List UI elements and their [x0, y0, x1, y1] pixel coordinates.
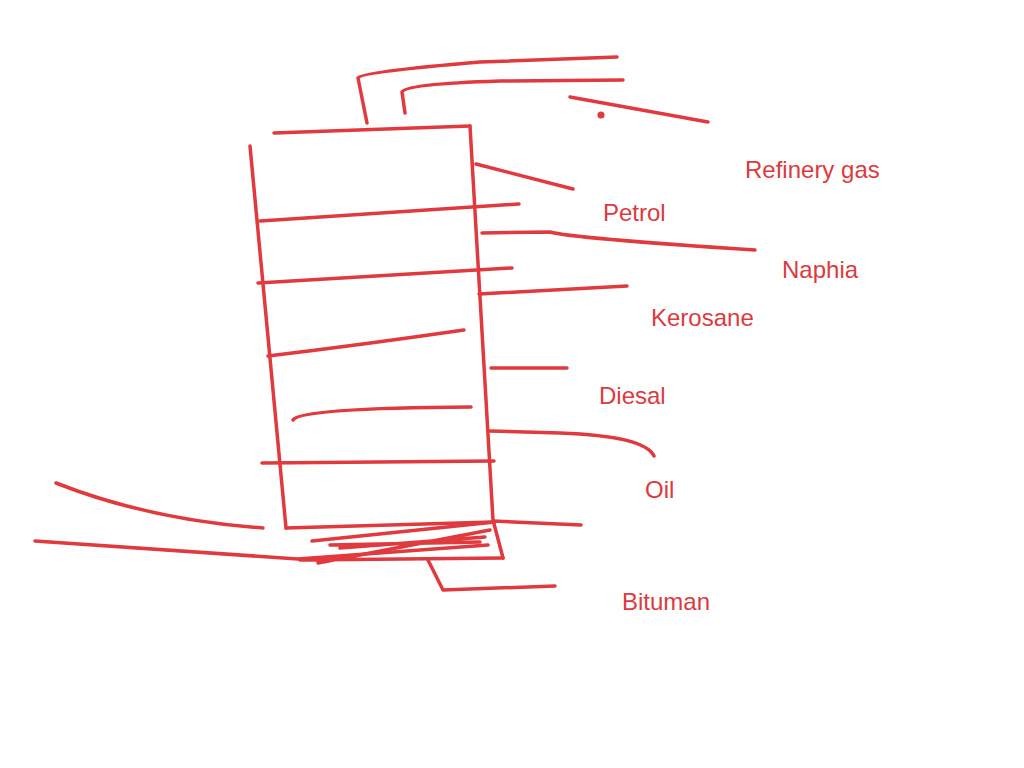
fraction-label: Naphia [782, 256, 858, 284]
fraction-label: Bituman [622, 588, 710, 616]
outlet-line [491, 366, 567, 370]
fraction-label: Refinery gas [745, 156, 880, 184]
outlet-line [482, 232, 755, 250]
column-top [274, 126, 470, 133]
fraction-label: Oil [645, 476, 674, 504]
outlet-line [493, 521, 581, 525]
scribble [300, 522, 503, 563]
fraction-label: Petrol [603, 199, 666, 227]
gas-pipe [402, 80, 623, 113]
tray-line [268, 330, 464, 356]
tray-line [293, 407, 471, 420]
column-wall [250, 146, 286, 528]
residue-outlet [428, 560, 555, 590]
tray-line [260, 204, 519, 221]
dot [599, 113, 603, 117]
outlet-line [476, 164, 573, 189]
outlet-line [479, 286, 627, 294]
feed-pipe [56, 483, 263, 528]
gas-outlet [570, 97, 708, 122]
gas-pipe [358, 57, 617, 123]
tray-line [258, 268, 512, 283]
fraction-label: Kerosane [651, 304, 754, 332]
fraction-label: Diesal [599, 382, 666, 410]
outlet-line [490, 431, 654, 456]
tray-line [262, 461, 494, 463]
column-wall [470, 126, 503, 558]
